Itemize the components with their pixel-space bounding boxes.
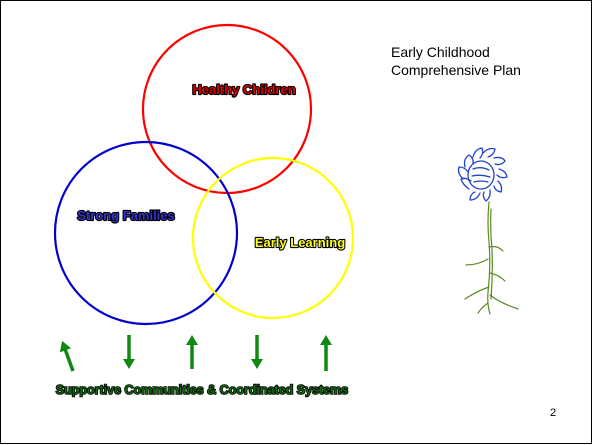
arrow-3-up-icon xyxy=(186,335,198,369)
slide-title: Early Childhood Comprehensive Plan xyxy=(391,43,521,79)
title-line-1: Early Childhood xyxy=(391,44,490,60)
arrow-4-down-icon xyxy=(251,335,263,369)
circle-healthy-children xyxy=(141,23,313,195)
title-line-2: Comprehensive Plan xyxy=(391,62,521,78)
label-healthy-children: Healthy Children xyxy=(192,82,295,97)
flower-sketch-icon xyxy=(457,147,519,315)
label-strong-families: Strong Families xyxy=(77,208,175,223)
arrow-5-up-icon xyxy=(320,335,332,371)
label-early-learning: Early Learning xyxy=(255,235,345,250)
circle-strong-families xyxy=(53,140,239,326)
circle-early-learning xyxy=(191,156,355,320)
page-number: 2 xyxy=(550,407,557,419)
foundation-label: Supportive Communities & Coordinated Sys… xyxy=(56,383,348,397)
arrow-1-up-icon xyxy=(59,340,75,372)
arrow-2-down-icon xyxy=(123,335,135,369)
